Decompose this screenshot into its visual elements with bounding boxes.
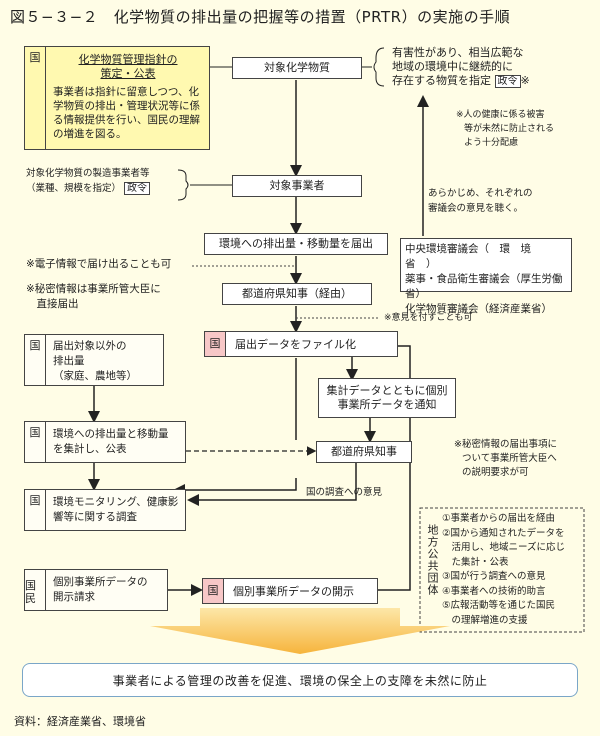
ordinance-badge: 政令: [494, 75, 521, 88]
gov-tag-nontarget: 国: [25, 335, 46, 385]
notify-box: 集計データとともに個別 事業所データを通知: [318, 378, 456, 418]
figure-title: 図５−３−２ 化学物質の排出量の把握等の措置（PRTR）の実施の手順: [10, 8, 511, 26]
source-note: 資料：経済産業省、環境省: [14, 715, 146, 728]
target-business-box: 対象事業者: [232, 175, 362, 197]
electronic-note: ※電子情報で届け出ることも可: [26, 258, 172, 270]
disclosure-box: 国 個別事業所データの開示: [202, 578, 378, 604]
gov-tag-file: 国: [205, 332, 226, 356]
guideline-body: 事業者は指針に留意しつつ、化学物質の排出・管理状況等に係る情報提供を行い、国民の…: [53, 86, 200, 140]
gov-tag: 国: [25, 47, 46, 149]
secret-request-note: ※秘密情報の届出事項に ついて事業所管大臣へ の説明要求が可: [454, 439, 557, 478]
hazard-note: 有害性があり、相当広範な 地域の環境中に継続的に 存在する物質を指定 政令※: [392, 46, 530, 88]
opinion-note: ※意見を付すことも可: [384, 313, 473, 323]
guideline-box: 国 化学物質管理指針の 策定・公表 事業者は指針に留意しつつ、化学物質の排出・管…: [24, 46, 210, 150]
goal-banner: 事業者による管理の改善を促進、環境の保全上の支障を未然に防止: [22, 663, 578, 697]
local-gov-items: ①事業者からの届出を経由 ②国から通知されたデータを 活用し、地域ニーズに応じ …: [442, 513, 566, 626]
ordinance-badge-2: 政令: [124, 182, 151, 195]
aggregate-box: 国 環境への排出量と移動量 を集計し、公表: [24, 421, 186, 463]
target-substance-box: 対象化学物質: [232, 57, 362, 79]
health-note: ※人の健康に係る被害 等が未然に防止される よう十分配慮: [456, 110, 555, 148]
survey-opinion-note: 国の調査への意見: [306, 487, 383, 498]
guideline-heading-1: 化学物質管理指針の: [78, 53, 178, 66]
gov-tag-monitoring: 国: [25, 490, 46, 530]
secret-report-note: ※秘密情報は事業所管大臣に 直接届出: [26, 283, 161, 310]
governor-via-box: 都道府県知事（経由）: [222, 283, 372, 305]
non-target-box: 国 届出対象以外の 排出量 （家庭、農地等）: [24, 334, 164, 386]
gov-tag-disclosure: 国: [203, 579, 224, 603]
report-box: 環境への排出量・移動量を届出: [204, 233, 388, 255]
file-box: 国 届出データをファイル化: [204, 331, 398, 357]
request-box: 国 民 個別事業所データの 開示請求: [24, 569, 168, 611]
governor-box: 都道府県知事: [316, 441, 412, 463]
local-gov-label: 地方公共団体: [426, 524, 439, 596]
citizen-tag: 国 民: [25, 570, 46, 610]
business-target-note: 対象化学物質の製造事業者等 （業種、規模を指定） 政令: [26, 168, 151, 195]
monitoring-box: 国 環境モニタリング、健康影 響等に関する調査: [24, 489, 186, 531]
council-opinion-note: あらかじめ、それぞれの 審議会の意見を聴く。: [428, 188, 533, 214]
gov-tag-aggregate: 国: [25, 422, 46, 462]
guideline-heading-2: 策定・公表: [100, 67, 156, 80]
councils-box: 中央環境審議会（ 環 境 省 ） 薬事・食品衛生審議会（厚生労働省） 化学物質審…: [400, 238, 572, 315]
